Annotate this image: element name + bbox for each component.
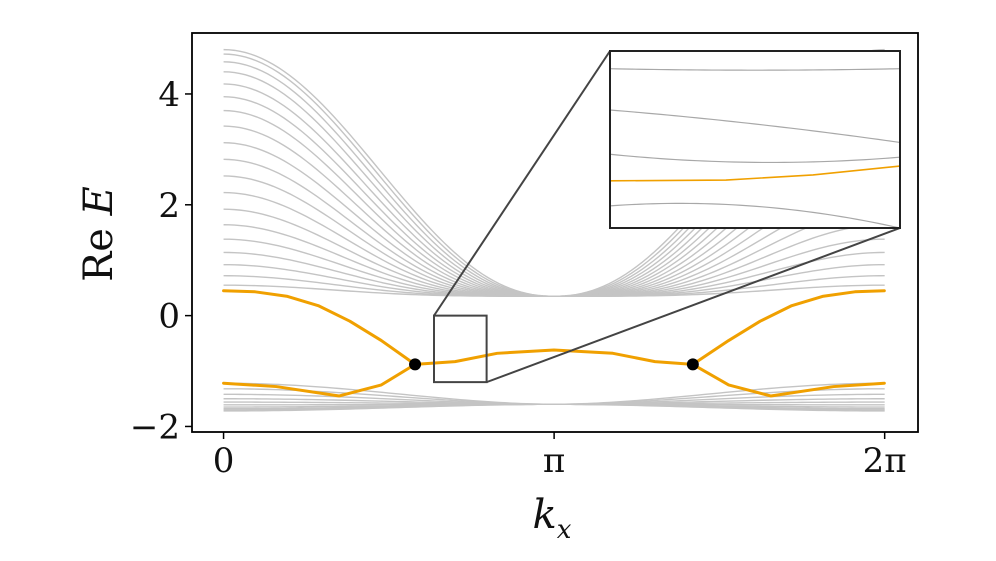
bulk-band-upper-13 [223,224,885,297]
edge-band-2 [691,289,886,366]
edge-band-0 [222,289,417,366]
zoom-connector-top [433,50,611,317]
inset-content [610,68,900,228]
edge-band-3 [222,362,417,398]
x-axis-label-main: k [533,492,557,538]
x-tick-label-0: 0 [213,441,235,481]
edge-band-4 [691,362,886,398]
bulk-band-lower-9 [223,403,885,412]
inset-bulk-curve-2 [610,153,900,164]
inset-bulk-curve-0 [610,68,900,71]
edge-band-1 [413,348,695,366]
inset-bulk-curve-3 [610,202,900,228]
exceptional-point-0 [409,358,422,371]
inset-edge-curve [610,165,900,182]
edge-bands [222,289,886,398]
bulk-bands [223,48,885,412]
y-tick-label-0: −2 [130,407,180,447]
y-tick-label-2: 2 [158,186,180,226]
x-axis-label-subscript: x [557,515,572,545]
bulk-band-upper-17 [223,275,885,297]
y-tick-label-1: 0 [158,297,180,337]
inset-frame [609,50,901,229]
exceptional-points [409,358,699,371]
y-axis-label: Re E [76,186,122,282]
inset-background [610,51,900,228]
inset-plot [609,50,901,229]
bulk-band-upper-16 [223,263,885,297]
bulk-band-lower-3 [223,398,885,405]
y-axis-label-e: E [76,186,122,216]
x-tick-label-1: π [543,441,565,481]
x-axis-label: kx [533,492,572,545]
y-tick-label-3: 4 [158,75,180,115]
x-tick-label-2: 2π [863,441,907,481]
zoom-region-box [433,314,488,384]
inset-zoom-indicator [433,50,901,384]
y-axis-label-re: Re [76,215,122,282]
axes: 0 π 2π −2 0 2 4 [130,32,919,481]
plot-frame [191,32,919,433]
exceptional-point-1 [686,358,699,371]
inset-bulk-curve-1 [610,109,900,144]
zoom-connector-bottom [486,227,901,384]
bulk-band-upper-18 [223,284,885,297]
